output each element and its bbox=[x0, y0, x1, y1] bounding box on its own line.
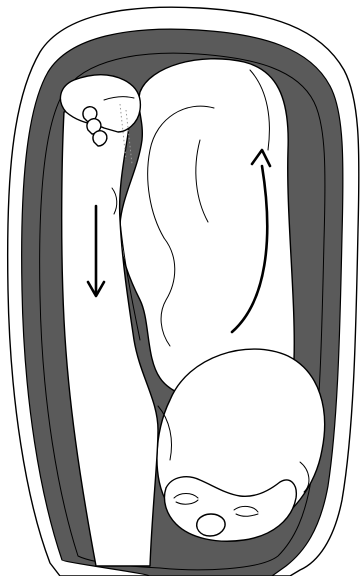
fetus-finger-3 bbox=[93, 131, 107, 146]
fetus-nose bbox=[197, 514, 225, 536]
